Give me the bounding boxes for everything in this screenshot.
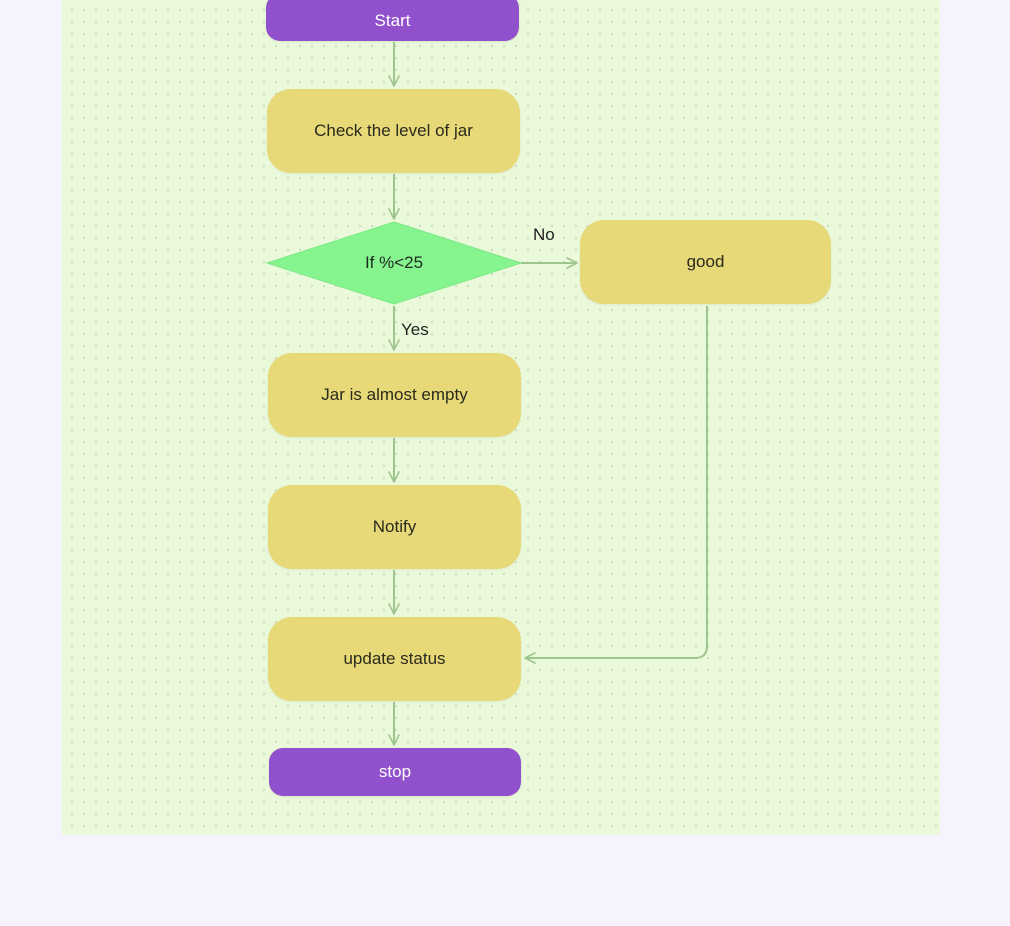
almost-empty-node[interactable]: Jar is almost empty [268,353,521,437]
decision-label: If %<25 [364,253,424,272]
edge-label-yes: Yes [401,320,429,339]
notify-label: Notify [372,517,417,536]
check-level-node[interactable]: Check the level of jar [267,89,520,173]
good-node[interactable]: good [580,220,831,304]
almost-empty-label: Jar is almost empty [321,385,468,404]
stop-node[interactable]: stop [269,748,521,796]
good-label: good [686,252,725,271]
update-status-node[interactable]: update status [268,617,521,701]
notify-node[interactable]: Notify [268,485,521,569]
check-level-label: Check the level of jar [314,121,473,140]
decision-label-box: If %<25 [294,248,494,278]
edge-label-no: No [533,225,555,244]
start-label: Start [374,10,411,30]
update-status-label: update status [343,649,446,668]
start-node[interactable]: Start [266,0,519,41]
stop-label: stop [378,762,412,781]
